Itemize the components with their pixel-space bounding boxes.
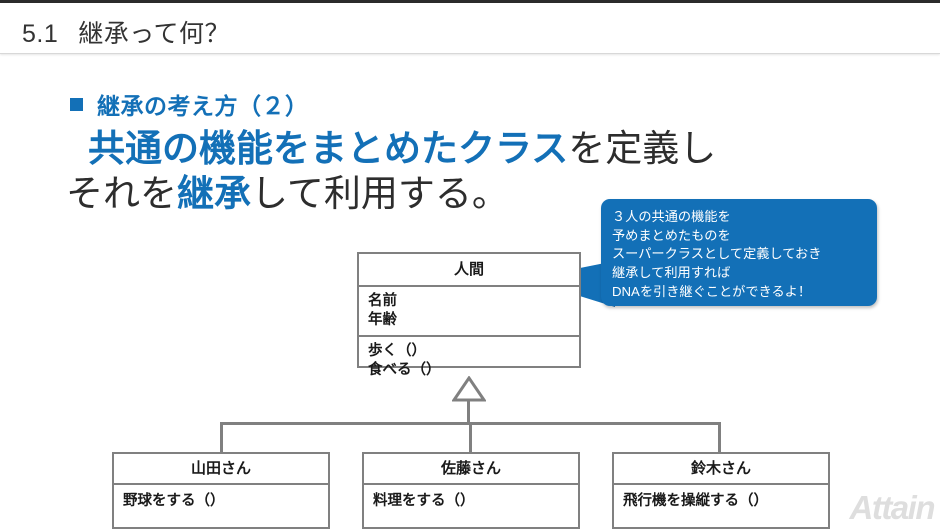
uml-subclass-operation: 野球をする（）: [114, 483, 328, 518]
uml-subclass-name: 鈴木さん: [690, 460, 751, 477]
statement-pre-2: それを: [66, 173, 177, 215]
connector-drop-1: [469, 422, 472, 453]
uml-subclass-box: 佐藤さん 料理をする（）: [362, 452, 580, 529]
top-edge-strip: [0, 0, 940, 3]
section-number: 5.1: [22, 20, 59, 48]
statement-highlight-1: 共通の機能をまとめたクラス: [88, 128, 569, 169]
uml-subclass-operation: 料理をする（）: [364, 483, 578, 518]
slide-header-bar: 5.1 継承って何？: [0, 3, 940, 54]
callout-bubble: ３人の共通の機能を 予めまとめたものを スーパークラスとして定義しておき 継承し…: [601, 199, 877, 306]
statement-post-2: して利用する。: [251, 173, 509, 215]
uml-superclass-name: 人間: [453, 261, 484, 278]
bullet-heading-label: 継承の考え方（２）: [97, 93, 309, 119]
uml-superclass-attributes: 名前 年齢: [359, 285, 579, 335]
connector-trunk-vertical: [467, 400, 470, 424]
uml-superclass-operations: 歩く（） 食べる（）: [359, 335, 579, 385]
connector-drop-2: [718, 422, 721, 453]
square-bullet-icon: [70, 97, 83, 111]
uml-subclass-box: 鈴木さん 飛行機を操縦する（）: [612, 452, 830, 529]
uml-superclass-box: 人間 名前 年齢 歩く（） 食べる（）: [357, 252, 581, 378]
statement-rest-1: を定義し: [568, 128, 717, 169]
slide-header-title: 5.1 継承って何？: [22, 14, 230, 50]
uml-subclass-operation: 飛行機を操縦する（）: [614, 483, 828, 518]
section-title: 継承って何？: [78, 20, 231, 48]
bullet-heading: 継承の考え方（２）: [70, 87, 309, 121]
uml-subclass-name: 佐藤さん: [440, 460, 501, 477]
uml-subclass-box: 山田さん 野球をする（）: [112, 452, 330, 529]
callout-text: ３人の共通の機能を 予めまとめたものを スーパークラスとして定義しておき 継承し…: [612, 209, 822, 299]
statement-line-2: それを継承して利用する。: [66, 171, 788, 216]
attain-logo-watermark: Attain: [849, 489, 936, 526]
main-statement: 共通の機能をまとめたクラスを定義し それを継承して利用する。: [66, 126, 788, 216]
uml-subclass-name: 山田さん: [190, 460, 251, 477]
connector-drop-0: [220, 422, 223, 453]
uml-generalization-triangle-icon: [452, 376, 486, 402]
statement-highlight-2: 継承: [177, 173, 251, 215]
